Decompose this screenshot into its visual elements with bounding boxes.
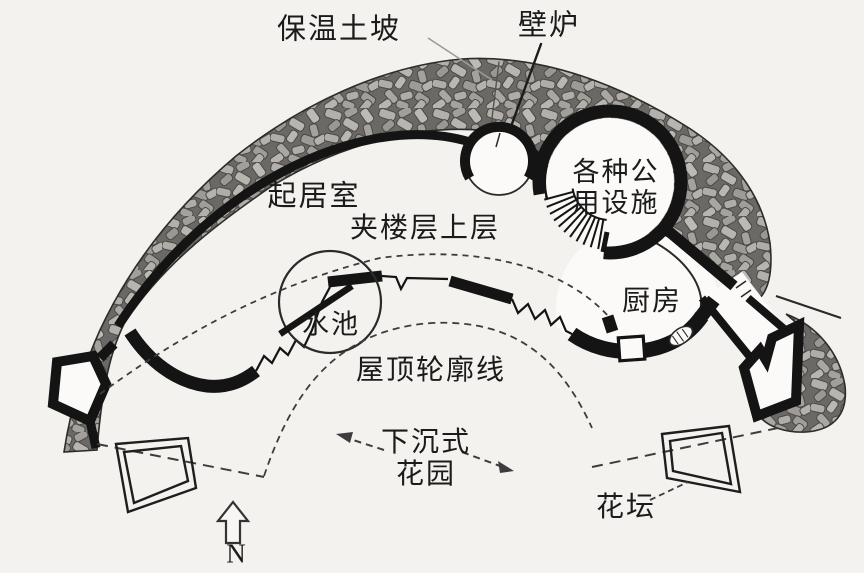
north-arrow-icon — [215, 500, 251, 545]
dashed-lines — [96, 253, 779, 478]
kitchen-wall — [567, 295, 720, 363]
terrace-dash-right — [591, 427, 779, 468]
label-roof-outline: 屋顶轮廓线 — [352, 354, 510, 388]
corridor-door-ticks — [735, 280, 752, 298]
spiral-stair-icon — [544, 188, 607, 250]
garden-direction-arrows — [336, 432, 514, 473]
berm-leader-line — [427, 37, 493, 81]
utilities-circle — [532, 104, 688, 260]
flower-bed-leader-line — [649, 481, 689, 501]
mezzanine-outline-dash — [99, 253, 611, 395]
roof-outline-dash — [263, 321, 593, 477]
terrace-dash-left — [96, 443, 265, 478]
garden-arrow-left-icon — [336, 432, 385, 451]
flower-beds — [114, 424, 742, 514]
pool-circle — [277, 249, 383, 355]
label-pool: 水池 — [302, 309, 360, 340]
label-kitchen: 厨房 — [621, 285, 683, 317]
right-wing-room — [738, 294, 842, 423]
kitchen-wall-square — [616, 334, 647, 363]
earth-berm-right-lobe — [760, 313, 847, 433]
fireplace-circle — [460, 121, 538, 196]
label-sunken-garden: 下沉式 花园 — [380, 426, 472, 490]
label-north: N — [226, 538, 246, 569]
kitchen-fixture-oval — [668, 325, 694, 347]
right-retaining-wall-line — [775, 294, 842, 320]
flower-bed-left — [114, 436, 198, 514]
label-utilities: 各种公 用设施 — [572, 156, 660, 218]
label-earth-berm: 保温土坡 — [276, 13, 402, 46]
garden-arrow-right-icon — [461, 451, 514, 473]
left-wing-room — [47, 340, 118, 449]
label-fireplace: 壁炉 — [517, 9, 581, 42]
berm-crack-lines — [490, 42, 543, 134]
flower-bed-right — [660, 424, 742, 494]
leader-lines — [427, 37, 689, 501]
fireplace-flue-line — [507, 42, 543, 134]
label-mezzanine: 夹楼层上层 — [346, 212, 504, 246]
south-window-wall — [124, 270, 573, 393]
label-flower-bed: 花坛 — [595, 491, 657, 523]
wall-corner-block — [601, 314, 619, 334]
label-living-room: 起居室 — [267, 180, 361, 213]
